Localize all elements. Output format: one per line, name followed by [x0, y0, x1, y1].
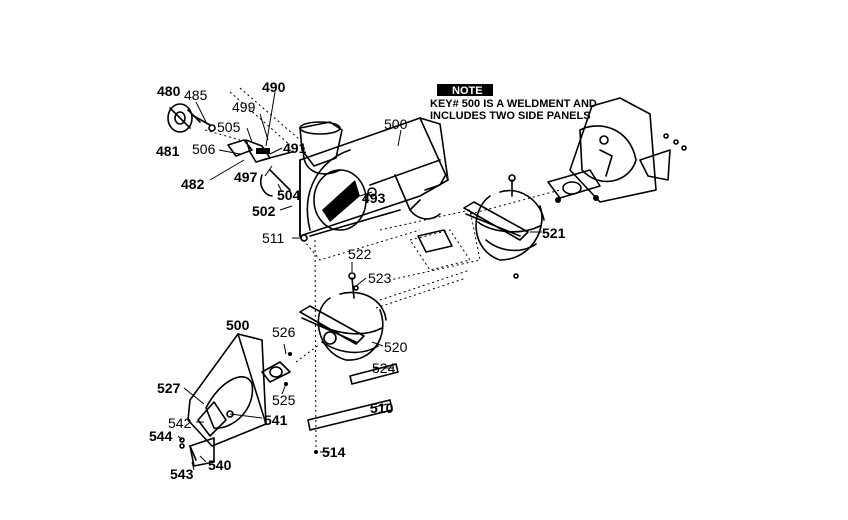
note-line-2: INCLUDES TWO SIDE PANELS [430, 110, 591, 122]
label-542: 542 [168, 415, 192, 431]
label-481: 481 [156, 143, 180, 159]
label-522: 522 [348, 246, 372, 262]
discharge-chute [299, 121, 343, 175]
note-header: NOTE [452, 85, 483, 97]
label-485: 485 [184, 87, 208, 103]
auger-housing [299, 117, 481, 281]
label-493: 493 [362, 190, 386, 206]
label-480: 480 [157, 83, 181, 99]
right-auger [463, 174, 545, 279]
crank-handle-assembly [167, 87, 301, 197]
label-543: 543 [170, 466, 194, 482]
label-482: 482 [181, 176, 205, 192]
part-labels: 480 485 481 482 490 499 505 506 491 497 … [149, 79, 566, 482]
label-526: 526 [272, 324, 296, 340]
label-499: 499 [232, 99, 256, 115]
label-500-top: 500 [384, 116, 408, 132]
label-541: 541 [264, 412, 288, 428]
label-523: 523 [368, 270, 392, 286]
label-505: 505 [217, 119, 241, 135]
label-504: 504 [277, 187, 301, 203]
label-491: 491 [283, 140, 307, 156]
label-525: 525 [272, 392, 296, 408]
note-box: NOTE KEY# 500 IS A WELDMENT AND INCLUDES… [430, 84, 597, 122]
left-auger [299, 272, 387, 361]
label-506: 506 [192, 141, 216, 157]
label-520: 520 [384, 339, 408, 355]
label-524: 524 [372, 360, 396, 376]
leader-lines [177, 91, 542, 471]
label-490: 490 [262, 79, 286, 95]
label-502: 502 [252, 203, 276, 219]
label-497: 497 [234, 169, 258, 185]
gearbox-shaft [375, 229, 471, 309]
label-544: 544 [149, 428, 173, 444]
label-540: 540 [208, 457, 232, 473]
label-514: 514 [322, 444, 346, 460]
label-510: 510 [370, 400, 394, 416]
right-side-panel [469, 97, 687, 215]
label-511: 511 [262, 230, 285, 246]
label-521: 521 [542, 225, 566, 241]
label-500-left: 500 [226, 317, 250, 333]
note-line-1: KEY# 500 IS A WELDMENT AND [430, 98, 597, 110]
left-side-panel [179, 333, 321, 467]
label-527: 527 [157, 380, 181, 396]
